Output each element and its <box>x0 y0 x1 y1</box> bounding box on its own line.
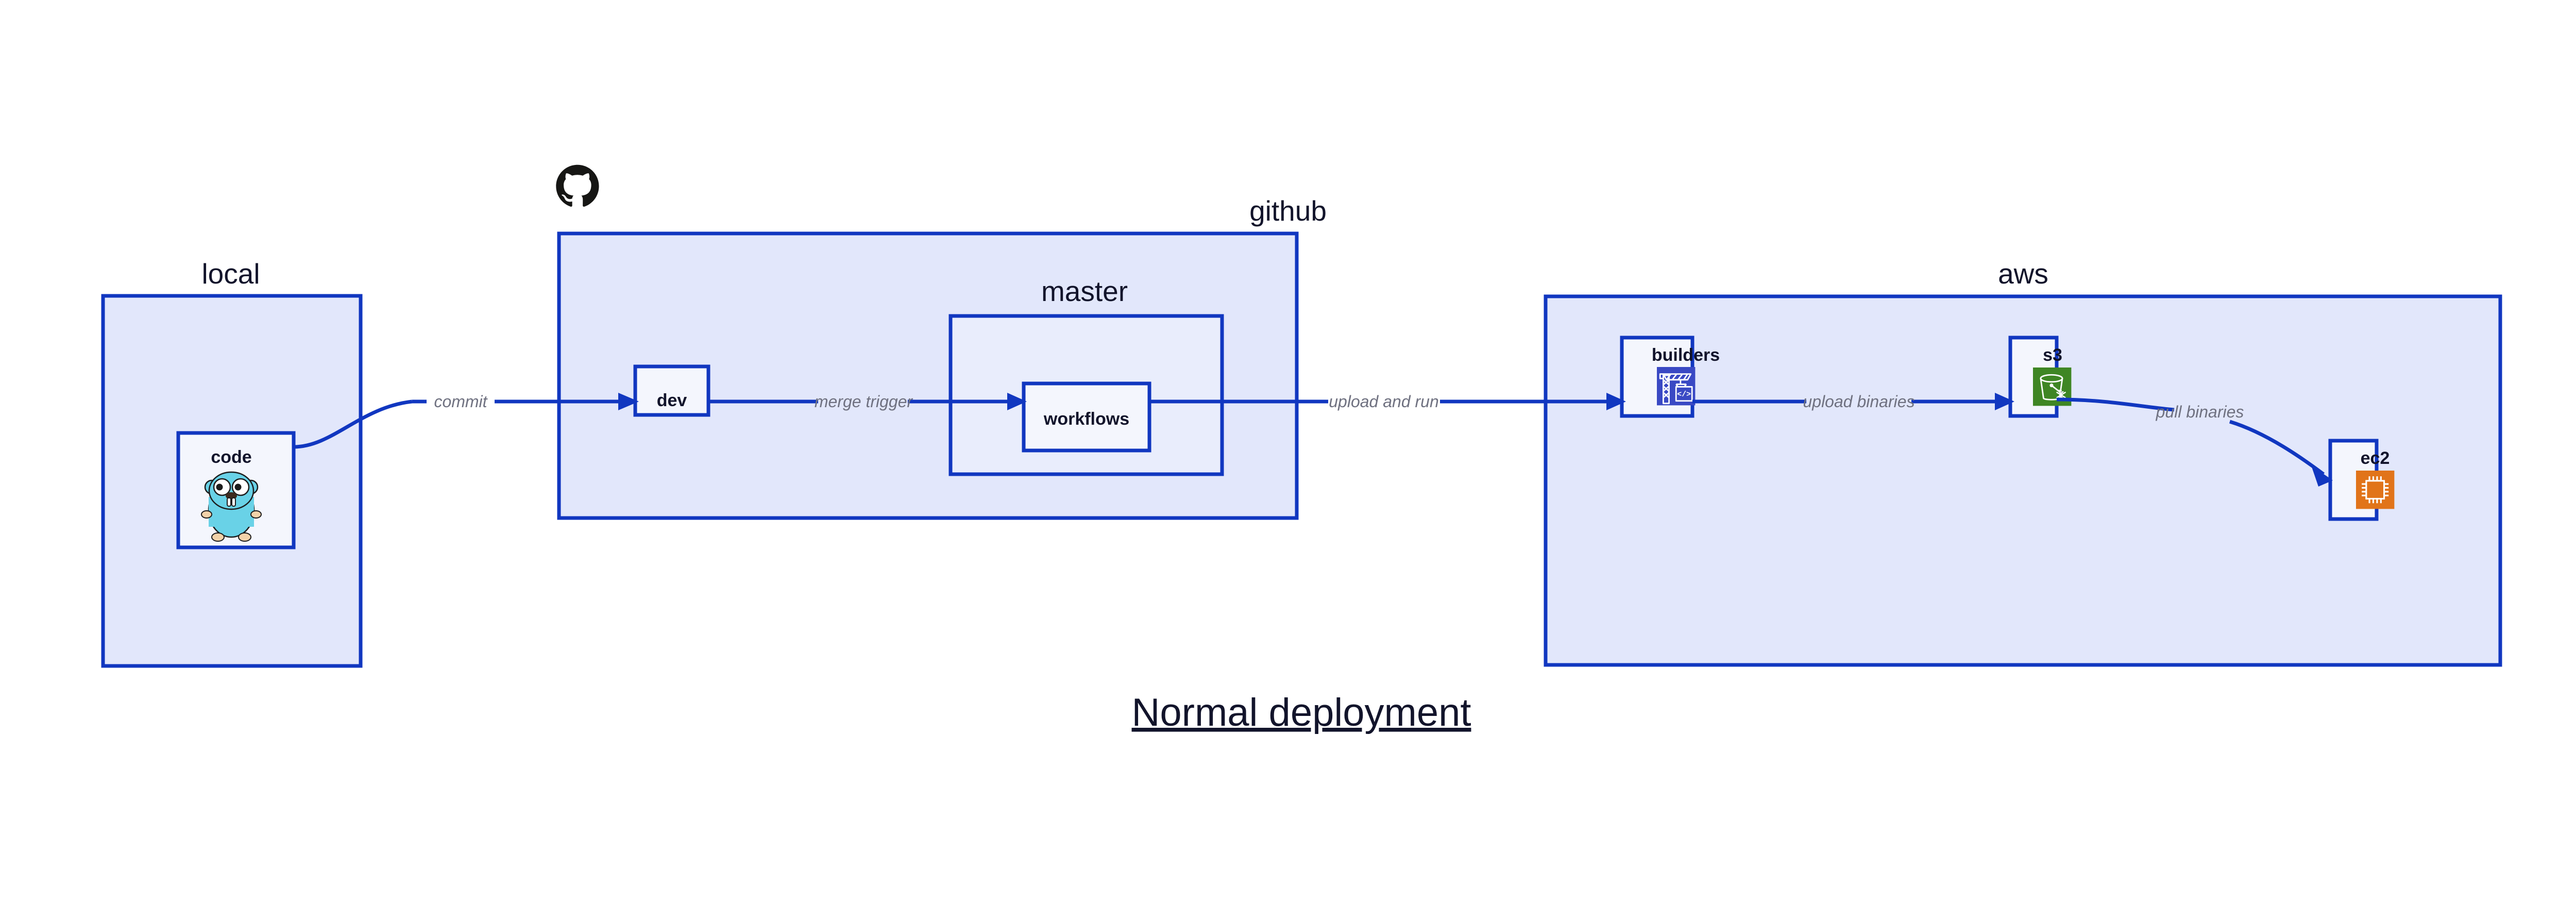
node-dev-box[interactable] <box>633 364 710 417</box>
group-github-label: github <box>1249 195 1327 227</box>
node-ec2[interactable]: ec2 <box>2328 439 2395 521</box>
node-s3-label: s3 <box>2043 345 2062 365</box>
edge-s3-to-ec2: pull binaries <box>2056 397 2333 487</box>
node-builders-label: builders <box>1652 345 1720 365</box>
arrowhead <box>2311 465 2333 487</box>
subgroup-master[interactable]: master workflows <box>948 275 1224 476</box>
group-local-label: local <box>201 258 260 290</box>
node-workflows[interactable]: workflows <box>1022 381 1151 453</box>
page-title: Normal deployment <box>1132 691 1471 734</box>
arrowhead <box>618 393 639 410</box>
cpu-chip-icon <box>2355 470 2395 510</box>
crane-code-icon <box>1656 366 1696 406</box>
edge-code-to-dev: commit <box>293 392 639 449</box>
node-s3[interactable]: s3 <box>2008 336 2072 418</box>
group-aws-label: aws <box>1998 258 2048 290</box>
node-workflows-box[interactable] <box>1022 381 1151 453</box>
group-local[interactable]: local code <box>101 258 363 668</box>
node-code-label: code <box>211 447 251 467</box>
node-builders[interactable]: builders <box>1620 336 1720 418</box>
node-dev[interactable]: dev <box>633 364 710 417</box>
edge-label-commit: commit <box>434 392 487 411</box>
group-github[interactable]: github dev master workflows <box>556 164 1327 520</box>
github-octocat-icon <box>556 164 599 207</box>
node-dev-label: dev <box>657 391 687 410</box>
edge-label-pull-binaries: pull binaries <box>2156 403 2244 421</box>
edge-label-merge-trigger: merge trigger <box>815 392 913 411</box>
arrowhead <box>1007 393 1027 410</box>
group-aws[interactable]: aws builders s3 ec2 <box>1544 258 2502 667</box>
arrowhead <box>1606 393 1626 410</box>
node-workflows-label: workflows <box>1043 409 1129 429</box>
edge-label-upload-binaries: upload binaries <box>1803 392 1914 411</box>
node-code[interactable]: code <box>176 431 296 549</box>
edge-label-upload-and-run: upload and run <box>1329 392 1439 411</box>
edge-workflows-to-builders: upload and run <box>1149 392 1626 411</box>
arrowhead <box>1995 393 2014 410</box>
edge-builders-to-s3: upload binaries <box>1692 392 2014 411</box>
edge-dev-to-workflows: merge trigger <box>708 392 1027 411</box>
node-ec2-label: ec2 <box>2361 448 2390 468</box>
subgroup-master-label: master <box>1041 275 1128 307</box>
